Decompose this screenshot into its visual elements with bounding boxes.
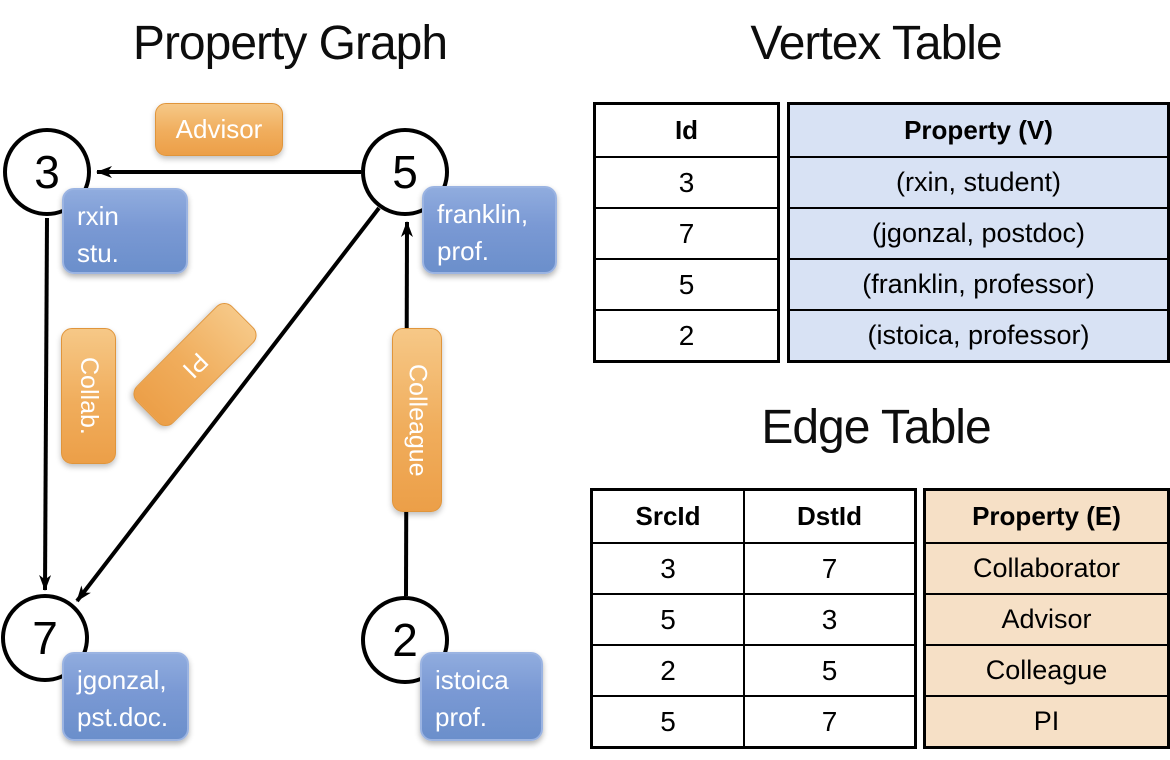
edge-table-title: Edge Table: [761, 401, 991, 454]
table-cell: 2: [593, 644, 743, 695]
vertex-table-id-column: Id 3 7 5 2: [593, 102, 780, 363]
vertex-table-header-property: Property (V): [790, 105, 1167, 156]
vertex-table: Id 3 7 5 2 Property (V) (rxin, student) …: [593, 102, 1170, 363]
edge-label-collab: Collab.: [61, 328, 116, 464]
node-id: 7: [32, 612, 58, 664]
vertex-table-header-id: Id: [674, 115, 699, 145]
edge-table: SrcId DstId 3 7 5 3 2 5 5 7 Property (E)…: [590, 488, 1170, 749]
vertex-label-rxin: rxin stu.: [62, 188, 188, 274]
vertex-label-line: prof.: [435, 701, 488, 732]
table-cell: Colleague: [926, 644, 1167, 695]
table-cell: 3: [743, 593, 914, 644]
table-cell: 7: [596, 207, 777, 258]
vertex-label-istoica: istoica prof.: [420, 652, 543, 741]
table-cell: 7: [743, 542, 914, 593]
edge-label-colleague: Colleague: [392, 328, 442, 512]
vertex-table-title: Vertex Table: [750, 17, 1002, 70]
graph-node-5: 5: [361, 128, 449, 216]
table-cell: Advisor: [926, 593, 1167, 644]
table-cell: 5: [593, 695, 743, 746]
table-cell: 5: [596, 258, 777, 309]
vertex-label-franklin: franklin, prof.: [422, 186, 557, 274]
vertex-label-line: stu.: [77, 237, 119, 268]
edge-table-id-columns: SrcId DstId 3 7 5 3 2 5 5 7: [590, 488, 917, 749]
vertex-label-line: prof.: [437, 235, 490, 266]
table-cell: 2: [596, 309, 777, 360]
vertex-label-line: istoica: [435, 665, 509, 695]
edge-line-collab-3-7: [39, 217, 52, 591]
vertex-label-line: rxin: [77, 201, 119, 231]
edge-label-pi: PI: [128, 298, 262, 431]
table-cell: PI: [926, 695, 1167, 746]
vertex-label-jgonzal: jgonzal, pst.doc.: [62, 652, 189, 741]
table-cell: 7: [743, 695, 914, 746]
table-cell: (istoica, professor): [790, 309, 1167, 360]
table-cell: 3: [593, 542, 743, 593]
table-cell: Collaborator: [926, 542, 1167, 593]
vertex-label-line: jgonzal,: [77, 665, 167, 695]
vertex-label-line: pst.doc.: [77, 701, 169, 732]
node-id: 5: [392, 146, 418, 198]
vertex-table-property-column: Property (V) (rxin, student) (jgonzal, p…: [787, 102, 1170, 363]
property-graph-title: Property Graph: [132, 17, 448, 70]
table-cell: (jgonzal, postdoc): [790, 207, 1167, 258]
table-cell: (rxin, student): [790, 156, 1167, 207]
table-cell: 5: [593, 593, 743, 644]
edge-table-header-srcid: SrcId: [635, 501, 701, 531]
table-cell: (franklin, professor): [790, 258, 1167, 309]
edge-table-header-dstid: DstId: [743, 491, 914, 542]
node-id: 2: [392, 614, 418, 666]
edge-table-header-property: Property (E): [926, 491, 1167, 542]
vertex-label-line: franklin,: [437, 199, 529, 229]
edge-table-property-column: Property (E) Collaborator Advisor Collea…: [923, 488, 1170, 749]
graph-node-3: 3: [3, 128, 91, 216]
table-cell: 3: [596, 156, 777, 207]
edge-label-advisor: Advisor: [155, 103, 283, 156]
node-id: 3: [34, 146, 60, 198]
table-cell: 5: [743, 644, 914, 695]
